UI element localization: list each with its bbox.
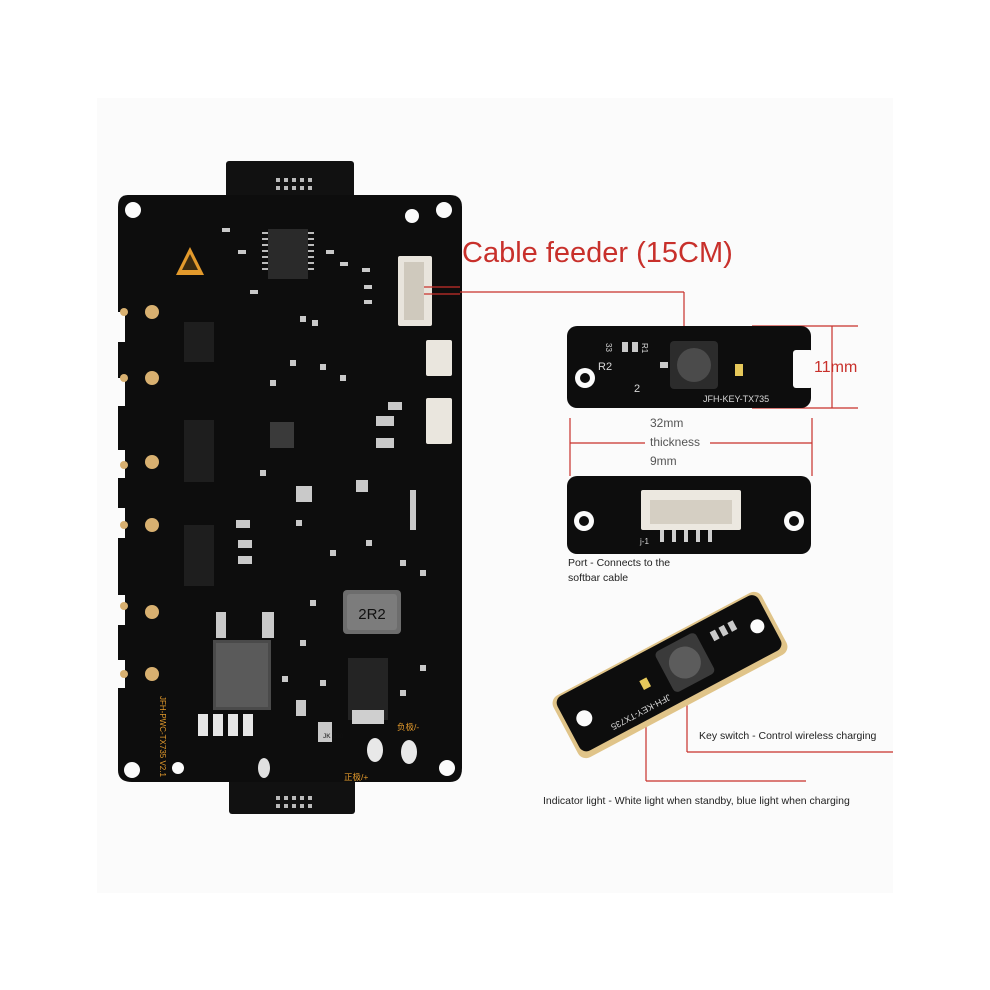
pos-pole-label: 正极/+	[344, 772, 368, 782]
connector-label: j-1	[639, 537, 649, 546]
key-switch-caption: Key switch - Control wireless charging	[699, 730, 877, 742]
silk-r2: R2	[598, 361, 612, 373]
key-board-model-top: JFH-KEY-TX735	[703, 394, 769, 404]
key-board-bottom: j-1	[567, 476, 811, 554]
inductor-label: 2R2	[358, 606, 386, 623]
indicator-caption: Indicator light - White light when stand…	[543, 795, 850, 807]
annotation-lines	[424, 286, 893, 782]
main-pcb-board: 2R2	[113, 161, 462, 814]
jk-label: JK 200	[323, 733, 344, 740]
thickness-dimension: 9mm	[650, 454, 677, 468]
thickness-label: thickness	[650, 435, 701, 449]
width-dimension: 32mm	[650, 416, 684, 430]
silk-33: 33	[604, 343, 613, 352]
port-caption: Port - Connects to the softbar cable	[568, 556, 670, 586]
port-caption-line2: softbar cable	[568, 572, 629, 584]
silk-2: 2	[634, 383, 640, 395]
port-caption-line1: Port - Connects to the	[568, 557, 671, 569]
cable-feeder-title: Cable feeder (15CM)	[462, 237, 733, 269]
key-board-top: R2 2 33 R1 JFH-KEY-TX735	[567, 326, 813, 408]
key-board-angled: JFH-KEY-TX735	[552, 591, 788, 759]
height-dimension: 11mm	[814, 359, 858, 376]
silk-r1: R1	[640, 343, 649, 354]
main-board-model: JFH-PWC-TX735 V2.1	[158, 696, 167, 777]
neg-pole-label: 负极/-	[397, 722, 419, 732]
size-dimensions: 32mm thickness 9mm	[650, 414, 700, 471]
